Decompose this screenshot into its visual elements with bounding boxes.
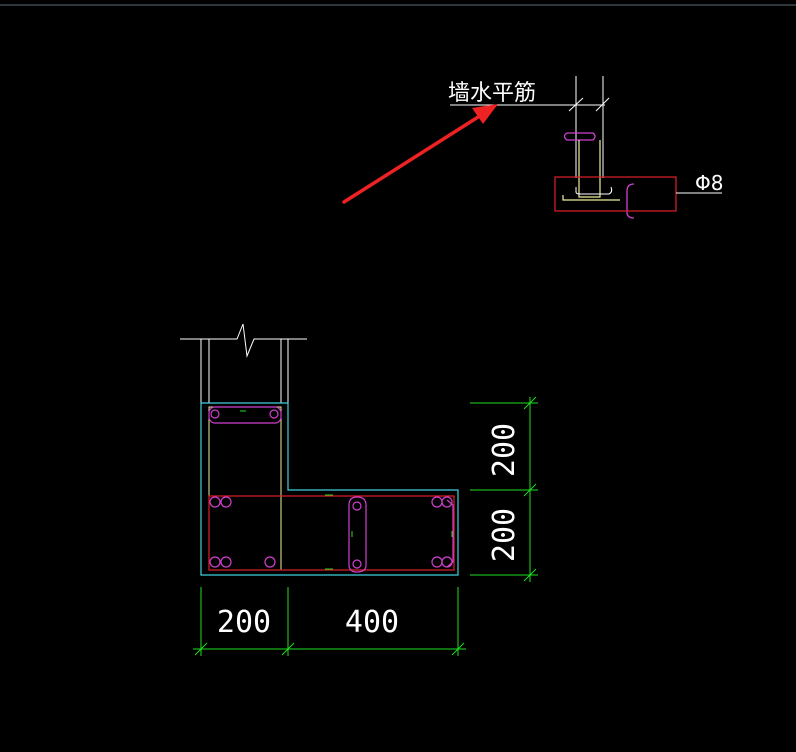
rebar-circle	[220, 556, 232, 568]
callout-detail: 墙水平筋 Φ8	[448, 76, 723, 219]
rebar-circle	[209, 496, 221, 508]
column-stirrup-top	[208, 406, 282, 424]
flange-end-hook	[446, 499, 454, 568]
dim-right-top: 200	[487, 423, 522, 477]
dim-bottom-right: 400	[345, 605, 399, 640]
rebar-circle	[220, 496, 232, 508]
rebar-circle	[352, 501, 362, 511]
flange-stirrup	[208, 495, 455, 571]
red-arrow	[342, 104, 498, 204]
dim-right-bottom: 200	[487, 508, 522, 562]
dim-tick	[523, 396, 537, 410]
l-section-detail: 200 400 200 200	[180, 323, 538, 656]
dim-tick	[451, 642, 465, 656]
tick-mark-left	[568, 97, 584, 112]
callout-label: 墙水平筋	[448, 81, 536, 106]
rebar-circle	[269, 409, 279, 419]
tick-mark-right	[595, 97, 610, 112]
tiny-green-marks	[240, 410, 453, 570]
dim-tick	[194, 642, 208, 656]
rebar-circle	[264, 556, 276, 568]
dim-tick	[523, 568, 537, 582]
red-arrow-head	[472, 104, 498, 124]
upper-hook-bar	[563, 132, 596, 141]
flange-inner-hook	[348, 496, 367, 573]
break-line	[180, 323, 307, 358]
right-dimension-chain	[470, 396, 538, 582]
white-u-hook	[575, 186, 613, 195]
rebar-circle	[441, 496, 453, 508]
rebar-circle	[441, 556, 453, 568]
rebar-circle	[210, 409, 220, 419]
section-outline	[200, 402, 459, 576]
bottom-dimension-chain	[193, 587, 466, 656]
rebar-circle	[209, 556, 221, 568]
dim-bottom-left: 200	[217, 605, 271, 640]
dim-tick	[281, 642, 295, 656]
yellow-l-bar	[578, 140, 601, 198]
rebar-circles	[209, 409, 453, 569]
side-hook-bar	[626, 183, 635, 219]
rebar-label: Φ8	[695, 171, 723, 195]
boundary-element-box	[554, 176, 677, 212]
red-arrow-shaft	[342, 110, 488, 204]
yellow-l-bar-outer	[562, 195, 620, 201]
dim-tick	[523, 483, 537, 497]
rebar-circle	[352, 559, 362, 569]
